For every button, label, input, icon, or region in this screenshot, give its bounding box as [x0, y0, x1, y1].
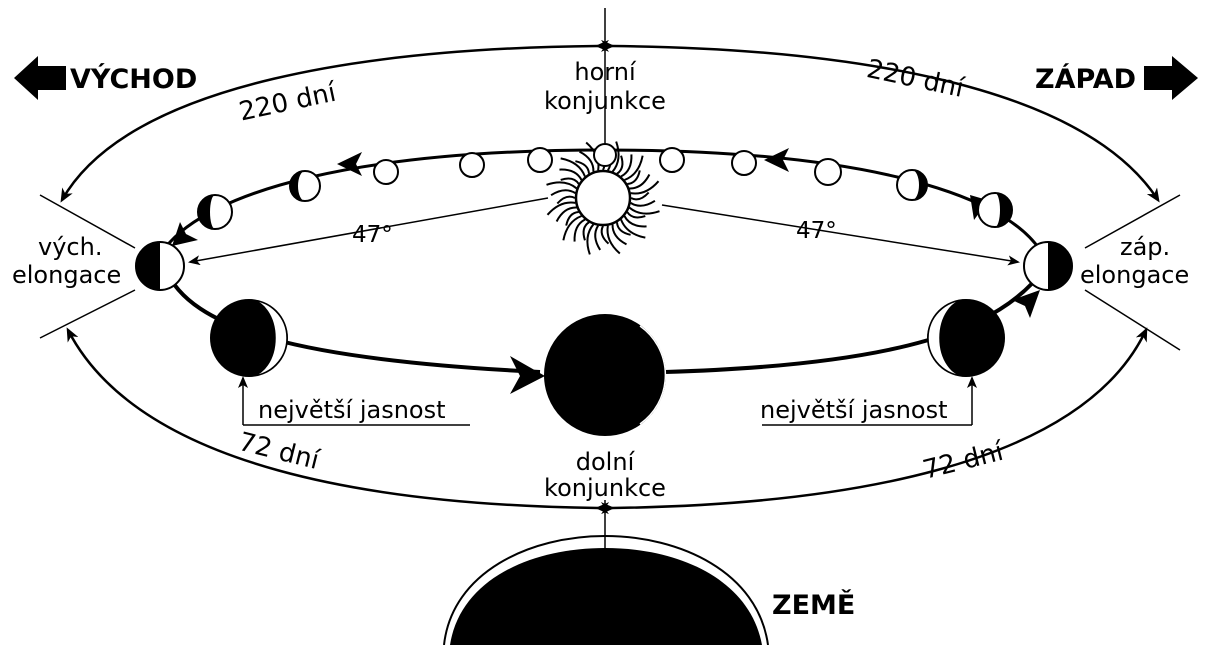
- west-direction-label: ZÁPAD: [1035, 63, 1136, 95]
- angle-label-right: 47°: [796, 218, 837, 244]
- venus-east-elongation: [135, 241, 185, 291]
- lower-right-period-arc: [600, 327, 1148, 515]
- venus-phase-r3: [814, 158, 842, 186]
- sun-ray: [630, 199, 656, 207]
- orbit-arrow-lower-left: [510, 356, 545, 394]
- venus-west-elongation: [1023, 241, 1073, 291]
- sun-ray: [624, 155, 644, 181]
- sun-ray: [620, 219, 646, 239]
- sun-ray: [616, 222, 631, 236]
- inferior-conjunction-label-1: dolní: [576, 448, 636, 476]
- greatest-brightness-label-left: největší jasnost: [258, 396, 446, 424]
- earth-icon: [443, 534, 769, 645]
- orbit-arrow-upper-right: [764, 148, 789, 172]
- sun-ray: [575, 160, 590, 174]
- venus-phase-r2: [731, 150, 757, 176]
- venus-phase-l1: [527, 147, 553, 173]
- east-direction-label: VÝCHOD: [70, 63, 197, 95]
- west-elongation-line-bottom: [1084, 289, 1181, 351]
- venus-phase-l4: [289, 170, 321, 202]
- venus-phase-r5: [977, 192, 1013, 228]
- sun-ray: [556, 195, 576, 205]
- sun-ray: [630, 180, 660, 195]
- orbit-arrow-upper-left: [337, 152, 362, 176]
- inferior-conjunction-label-2: konjunkce: [544, 474, 666, 502]
- venus-greatest-brightness-left: [210, 299, 288, 377]
- angle-label-left: 47°: [352, 222, 393, 248]
- sun-ray: [611, 224, 627, 246]
- angle-line-left: [188, 197, 549, 266]
- venus-inferior: [544, 314, 666, 436]
- days-label-upper-right: 220 dní: [864, 54, 967, 104]
- venus-greatest-brightness-right: [927, 299, 1005, 377]
- sun-disc: [574, 169, 632, 227]
- east-arrow-icon: [14, 56, 66, 100]
- days-label-lower-right: 72 dní: [920, 437, 1007, 486]
- venus-phase-l3: [373, 159, 399, 185]
- sun-ray: [559, 168, 583, 181]
- sun-ray: [606, 225, 621, 255]
- venus-phase-r4: [896, 169, 928, 201]
- superior-conjunction-label-1: horní: [574, 58, 637, 86]
- sun-ray: [546, 201, 576, 216]
- venus-inferior-rim: [639, 325, 667, 425]
- venus-phases: [135, 143, 1073, 436]
- lower-left-period-arc: [66, 327, 610, 515]
- sun-ray: [586, 223, 595, 255]
- sun-ray: [573, 218, 586, 242]
- sun-ray: [611, 141, 620, 173]
- orbit-arrow-left: [172, 222, 198, 246]
- sun-ray: [629, 174, 651, 190]
- sun-ray: [565, 211, 579, 226]
- west-elongation-label-2: elongace: [1080, 261, 1189, 289]
- sun-ray: [626, 211, 646, 219]
- sun-ray: [562, 215, 582, 241]
- venus-phase-r1: [659, 147, 685, 173]
- sun-ray: [594, 225, 602, 251]
- west-arrow-icon: [1144, 56, 1198, 100]
- sun-ray: [582, 221, 590, 241]
- east-elongation-label-2: elongace: [12, 261, 121, 289]
- sun-ray: [600, 225, 610, 245]
- upper-right-period-arc: [600, 39, 1160, 203]
- sun-ray: [627, 170, 641, 185]
- east-elongation-label-1: vých.: [38, 233, 102, 261]
- orbit-arrow-lower-right: [1012, 290, 1040, 318]
- sun-ray: [623, 215, 647, 228]
- sun-ray: [579, 150, 595, 172]
- upper-left-period-arc: [60, 39, 610, 203]
- sun-ray: [555, 206, 577, 222]
- sun-icon: [546, 141, 660, 255]
- sun-ray: [620, 154, 633, 178]
- sun-ray: [560, 157, 586, 177]
- angle-line-right: [661, 204, 1020, 266]
- east-elongation-line-bottom: [39, 289, 136, 339]
- sun-ray: [550, 189, 576, 197]
- sun-ray: [560, 177, 580, 185]
- earth-label: ZEMĚ: [772, 589, 855, 621]
- venus-phase-l2: [459, 152, 485, 178]
- sun-ray: [628, 206, 660, 215]
- west-elongation-line-top: [1084, 194, 1181, 249]
- sun-ray: [616, 155, 624, 175]
- venus-superior: [593, 143, 617, 167]
- sun-ray: [630, 191, 650, 201]
- days-label-lower-left: 72 dní: [236, 427, 323, 476]
- superior-conjunction-label-2: konjunkce: [544, 87, 666, 115]
- west-elongation-label-1: záp.: [1120, 233, 1170, 261]
- greatest-brightness-label-right: největší jasnost: [760, 396, 948, 424]
- venus-phase-l5: [197, 194, 233, 230]
- east-elongation-line-top: [39, 194, 136, 249]
- sun-ray: [546, 181, 578, 190]
